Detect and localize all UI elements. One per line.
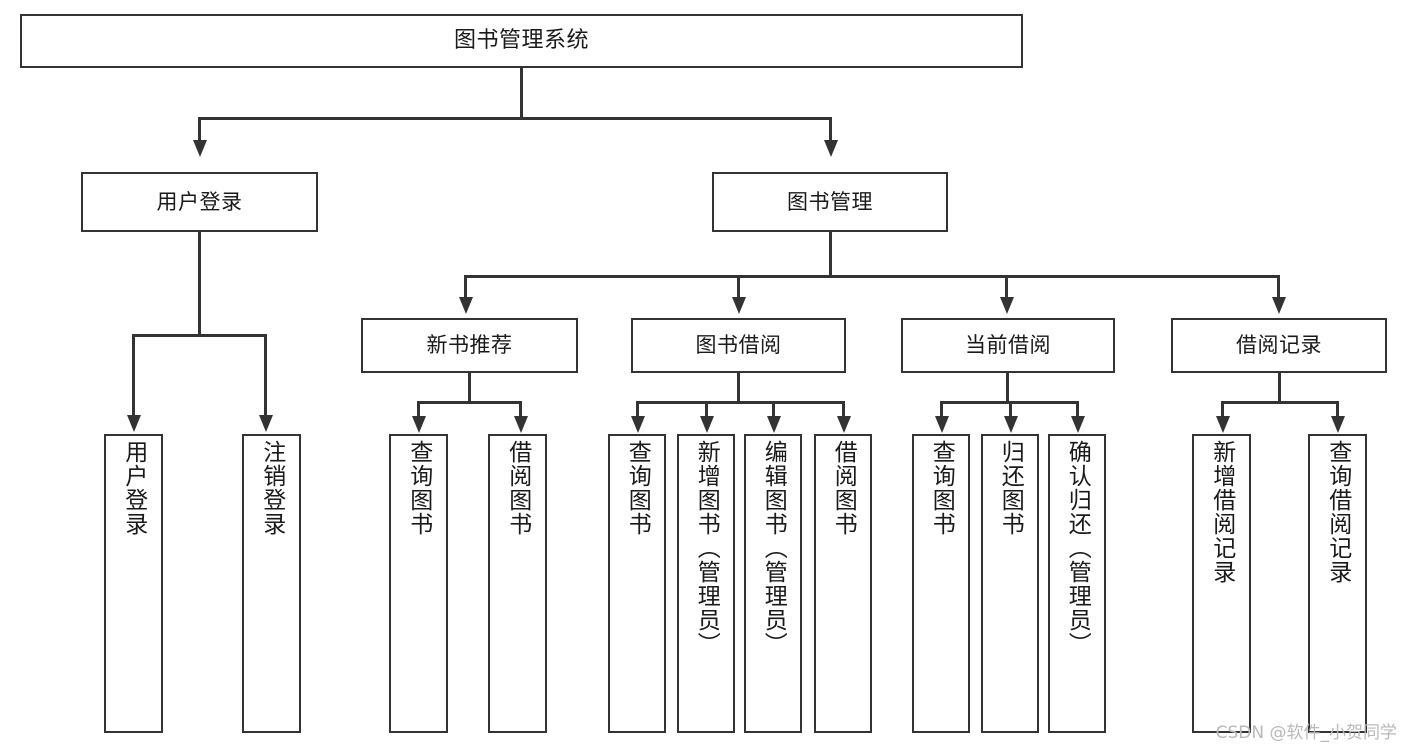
connector-user-login-drop-2 [264, 334, 267, 416]
connector-root-bus [198, 117, 832, 120]
connector-book-manage-bus [464, 275, 1280, 278]
connector-record-bus [1221, 401, 1338, 404]
watermark-text: CSDN @软件_小贺同学 [1215, 723, 1397, 743]
connector-user-login-drop-1 [132, 334, 135, 416]
connector-borrow-bus [636, 401, 844, 404]
connector-record-stem [1278, 373, 1281, 403]
node-leaf-borrow-edit-book-label: 编辑图书（管理员） [760, 440, 787, 656]
connector-book-manage-stem [829, 232, 832, 277]
arrow-to-leaf-record-add [1215, 416, 1230, 433]
node-user-login-label: 用户登录 [156, 189, 243, 214]
arrow-to-leaf-borrow-borrow-book [836, 416, 851, 433]
connector-borrow-drop-4 [842, 401, 845, 417]
connector-bm-drop-1 [464, 275, 467, 298]
connector-record-drop-2 [1336, 401, 1339, 417]
arrow-to-book-manage [823, 140, 838, 157]
node-current-borrow[interactable]: 当前借阅 [901, 318, 1115, 373]
connector-root-stem [520, 68, 523, 118]
node-new-book-recommend[interactable]: 新书推荐 [361, 318, 578, 373]
node-leaf-borrow-borrow-book[interactable]: 借阅图书 [814, 434, 872, 733]
connector-rec-bus [417, 401, 521, 404]
node-leaf-borrow-add-book[interactable]: 新增图书（管理员） [677, 434, 735, 733]
node-leaf-borrow-query-book-label: 查询图书 [624, 440, 651, 536]
node-leaf-current-return-book-label: 归还图书 [997, 440, 1024, 536]
arrow-to-leaf-current-return-book [1003, 416, 1018, 433]
arrow-to-leaf-current-confirm-return [1070, 416, 1085, 433]
arrow-to-borrow-record [1271, 297, 1286, 314]
node-leaf-record-query[interactable]: 查询借阅记录 [1308, 434, 1367, 733]
node-root[interactable]: 图书管理系统 [20, 14, 1023, 68]
node-leaf-current-query-book[interactable]: 查询图书 [912, 434, 970, 733]
connector-borrow-drop-2 [705, 401, 708, 417]
node-leaf-borrow-add-book-label: 新增图书（管理员） [693, 440, 720, 656]
arrow-to-book-borrow [731, 297, 746, 314]
connector-borrow-stem [737, 373, 740, 403]
arrow-to-leaf-borrow-query-book [630, 416, 645, 433]
connector-rec-drop-2 [519, 401, 522, 417]
arrow-to-current-borrow [999, 297, 1014, 314]
arrow-to-leaf-borrow-edit-book [766, 416, 781, 433]
node-book-borrow[interactable]: 图书借阅 [631, 318, 846, 373]
node-leaf-record-add[interactable]: 新增借阅记录 [1192, 434, 1251, 733]
node-leaf-rec-borrow-book[interactable]: 借阅图书 [488, 434, 547, 733]
connector-borrow-drop-3 [772, 401, 775, 417]
node-current-borrow-label: 当前借阅 [965, 333, 1051, 358]
node-user-login[interactable]: 用户登录 [81, 172, 318, 232]
node-leaf-rec-borrow-book-label: 借阅图书 [504, 440, 531, 536]
connector-root-drop-left [198, 117, 201, 141]
connector-user-login-bus [132, 334, 266, 337]
connector-user-login-stem [198, 232, 201, 336]
node-new-book-recommend-label: 新书推荐 [426, 333, 513, 358]
node-leaf-current-confirm-return-label: 确认归还（管理员） [1064, 440, 1091, 656]
arrow-to-leaf-record-query [1330, 416, 1345, 433]
node-leaf-user-login[interactable]: 用户登录 [104, 434, 163, 733]
node-leaf-borrow-edit-book[interactable]: 编辑图书（管理员） [744, 434, 802, 733]
node-book-manage-label: 图书管理 [787, 189, 873, 214]
arrow-to-new-book-recommend [458, 297, 473, 314]
arrow-to-leaf-borrow-add-book [699, 416, 714, 433]
node-leaf-borrow-borrow-book-label: 借阅图书 [830, 440, 857, 536]
connector-current-drop-1 [940, 401, 943, 417]
node-leaf-current-query-book-label: 查询图书 [928, 440, 955, 536]
connector-root-drop-right [829, 117, 832, 141]
arrow-to-leaf-rec-borrow-book [513, 416, 528, 433]
node-borrow-record-label: 借阅记录 [1236, 333, 1322, 358]
connector-current-drop-3 [1076, 401, 1079, 417]
node-leaf-borrow-query-book[interactable]: 查询图书 [608, 434, 666, 733]
node-leaf-rec-query-book[interactable]: 查询图书 [389, 434, 448, 733]
node-leaf-user-logout[interactable]: 注销登录 [242, 434, 301, 733]
connector-rec-drop-1 [417, 401, 420, 417]
node-book-borrow-label: 图书借阅 [695, 333, 782, 358]
connector-record-drop-1 [1221, 401, 1224, 417]
arrow-to-leaf-user-logout [258, 415, 273, 432]
node-leaf-user-login-label: 用户登录 [120, 440, 147, 536]
arrow-to-leaf-rec-query-book [411, 416, 426, 433]
node-root-label: 图书管理系统 [453, 28, 589, 54]
connector-bm-drop-4 [1277, 275, 1280, 298]
connector-current-drop-2 [1009, 401, 1012, 417]
node-leaf-record-add-label: 新增借阅记录 [1208, 440, 1235, 584]
arrow-to-leaf-current-query-book [934, 416, 949, 433]
arrow-to-leaf-user-login [126, 415, 141, 432]
node-book-manage[interactable]: 图书管理 [712, 172, 948, 232]
node-leaf-rec-query-book-label: 查询图书 [405, 440, 432, 536]
connector-bm-drop-2 [737, 275, 740, 298]
connector-bm-drop-3 [1005, 275, 1008, 298]
node-borrow-record[interactable]: 借阅记录 [1171, 318, 1387, 373]
connector-current-stem [1006, 373, 1009, 403]
connector-rec-stem [468, 373, 471, 403]
connector-borrow-drop-1 [636, 401, 639, 417]
node-leaf-record-query-label: 查询借阅记录 [1324, 440, 1351, 584]
node-leaf-current-confirm-return[interactable]: 确认归还（管理员） [1048, 434, 1106, 733]
node-leaf-user-logout-label: 注销登录 [258, 440, 285, 536]
arrow-to-user-login [192, 140, 207, 157]
node-leaf-current-return-book[interactable]: 归还图书 [981, 434, 1039, 733]
